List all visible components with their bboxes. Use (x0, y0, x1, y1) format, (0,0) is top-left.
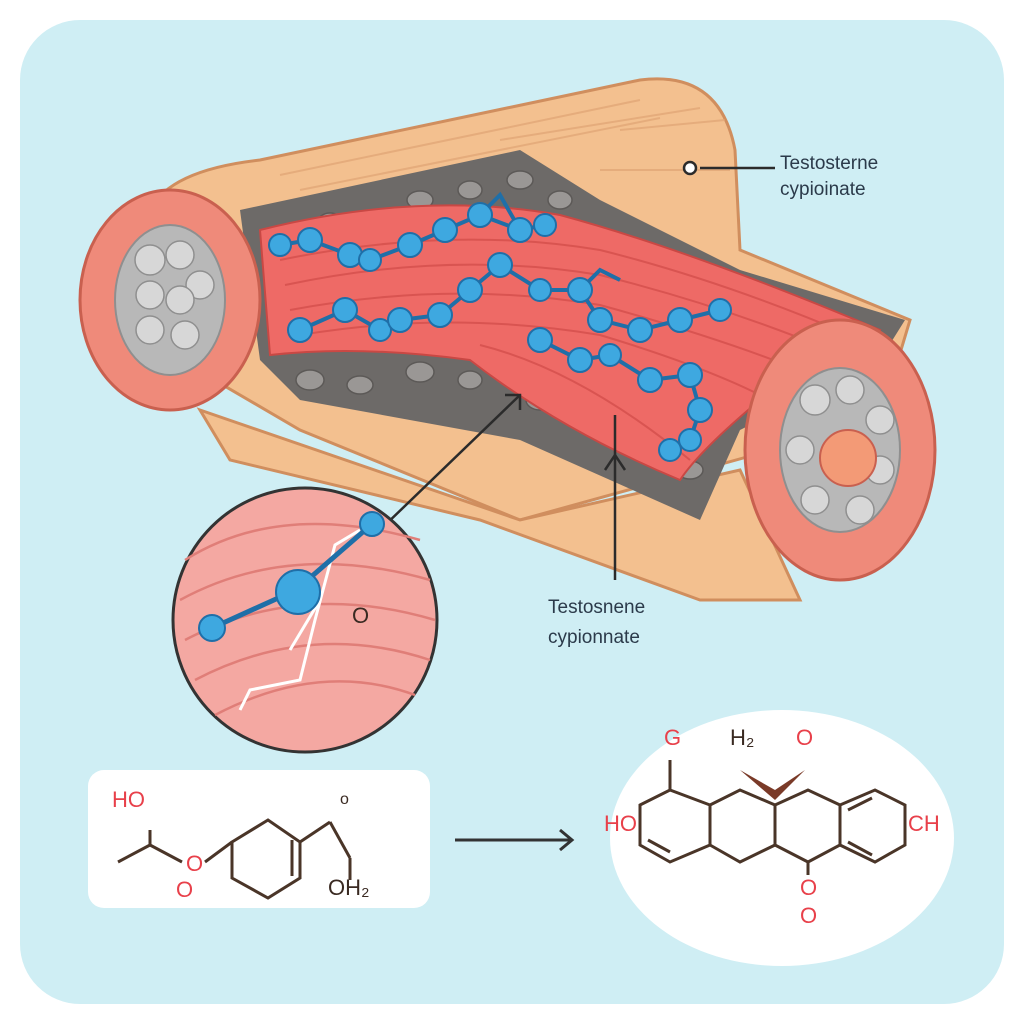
left-formula-card (88, 770, 430, 908)
right-o-top-label: O (796, 725, 814, 750)
molecule-atoms (268, 202, 732, 462)
tube-skin-bottom (196, 407, 803, 602)
zoom-oxygen-label: O (352, 603, 370, 628)
left-o1-label: O (186, 851, 204, 876)
left-ho-label: HO (112, 787, 145, 812)
left-o2-label: O (176, 877, 194, 902)
zoom-circle (171, 486, 439, 754)
left-oh2-label: OH₂ (328, 875, 370, 900)
right-g-label: G (664, 725, 682, 750)
right-formula-card (610, 710, 954, 966)
right-ho-label: HO (604, 811, 637, 836)
muscle-tube (78, 77, 937, 602)
right-formula-bonds (638, 760, 907, 875)
stereo-wedge (740, 770, 805, 800)
top-label-line2: cypioinate (780, 179, 866, 200)
right-ch-label: CH (908, 811, 940, 836)
mid-label-line1: Testosnene (548, 597, 646, 618)
right-o-bottom2-label: O (800, 903, 818, 928)
label-pointers (339, 160, 775, 580)
left-o-small-label: o (340, 791, 349, 808)
right-o-bottom1-label: O (800, 875, 818, 900)
right-h2-label: H₂ (730, 725, 755, 750)
reaction-arrow (455, 828, 575, 852)
mid-label-line2: cypionnate (548, 627, 640, 648)
top-label-line1: Testosterne (780, 153, 879, 174)
left-formula-bonds (117, 818, 352, 900)
marrow-core (819, 429, 877, 487)
